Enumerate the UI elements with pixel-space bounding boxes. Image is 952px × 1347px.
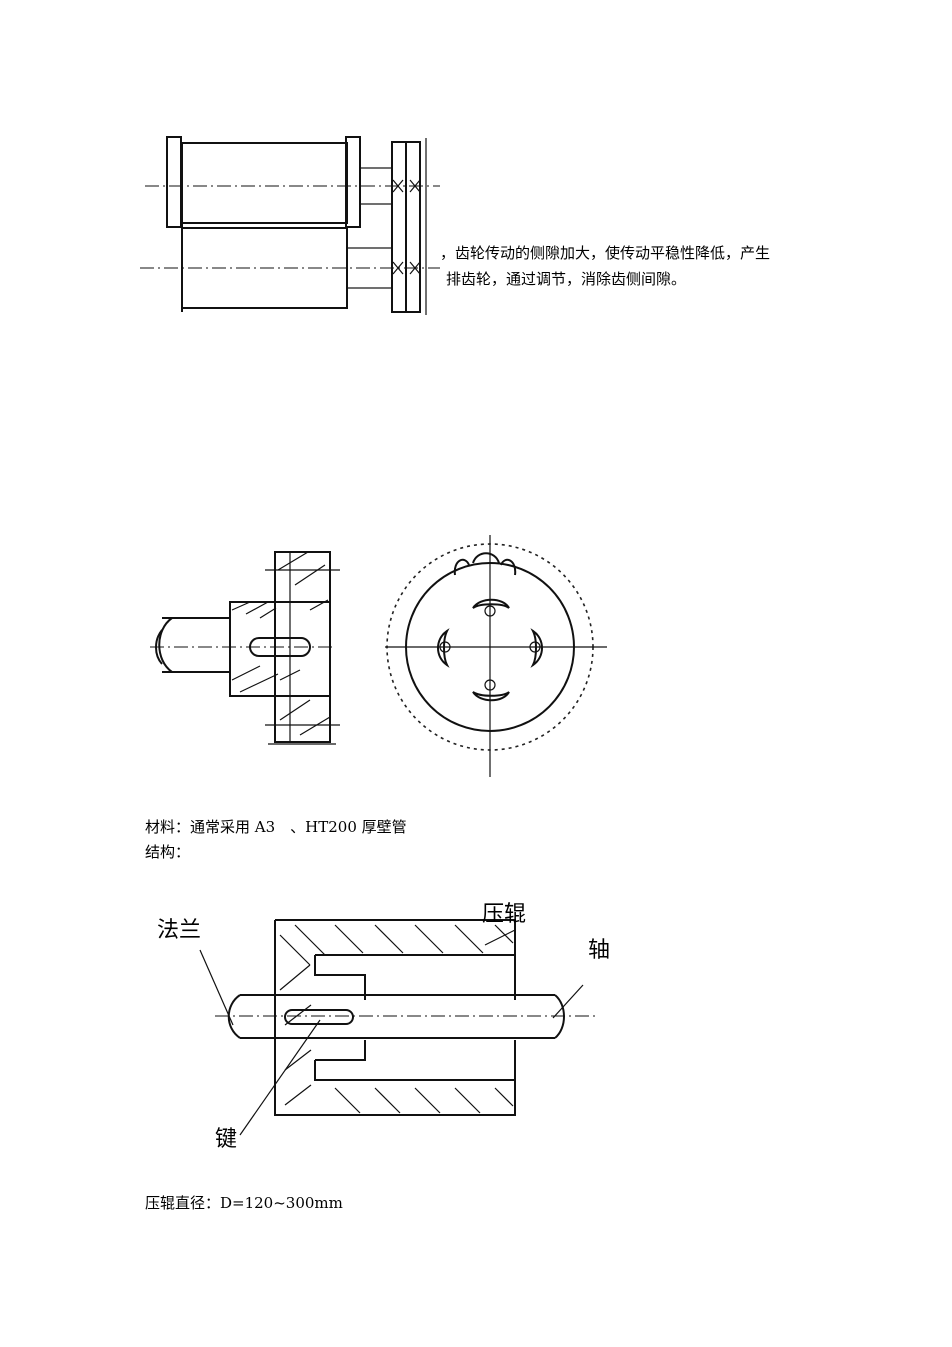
roller-gear-pair-drawing xyxy=(140,136,440,315)
label-flange: 法兰 xyxy=(157,918,202,943)
press-roller-structure-drawing xyxy=(199,919,595,1136)
gear-hub-section-drawing xyxy=(150,551,340,745)
label-roller: 压辊 xyxy=(482,902,527,927)
figure1-caption-line2: 排齿轮，通过调节，消除齿侧间隙。 xyxy=(446,270,687,288)
label-shaft: 轴 xyxy=(588,938,611,963)
structure-text: 结构： xyxy=(145,843,191,861)
figure1-caption-line1: ，齿轮传动的侧隙加大，使传动平稳性降低，产生 xyxy=(440,244,771,262)
gear-front-view-drawing xyxy=(385,535,607,777)
label-key: 键 xyxy=(215,1127,238,1152)
diameter-text: 压辊直径：D=120~300mm xyxy=(145,1194,343,1212)
material-text: 材料：通常采用 A3 、HT200 厚壁管 xyxy=(145,818,407,836)
